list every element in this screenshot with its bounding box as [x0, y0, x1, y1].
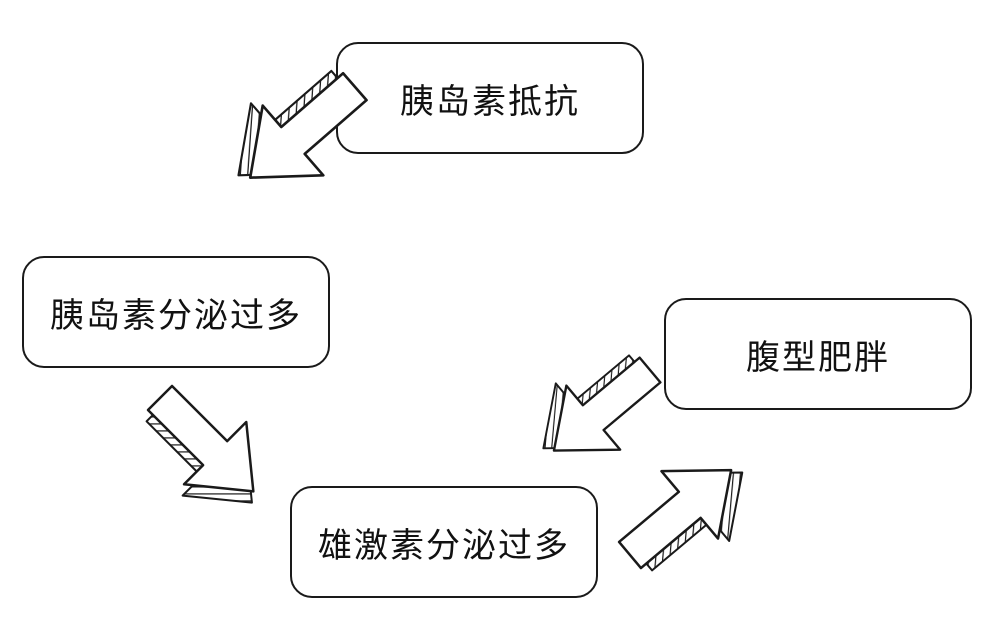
node-androgen-excess: 雄激素分泌过多 — [290, 486, 598, 598]
node-insulin-resistance: 胰岛素抵抗 — [336, 42, 644, 154]
node-label: 雄激素分泌过多 — [318, 525, 570, 566]
node-label: 胰岛素抵抗 — [400, 81, 580, 122]
node-label: 腹型肥胖 — [746, 337, 890, 378]
node-label: 胰岛素分泌过多 — [50, 295, 302, 336]
node-insulin-excess: 胰岛素分泌过多 — [22, 256, 330, 368]
node-abdominal-obesity: 腹型肥胖 — [664, 298, 972, 410]
